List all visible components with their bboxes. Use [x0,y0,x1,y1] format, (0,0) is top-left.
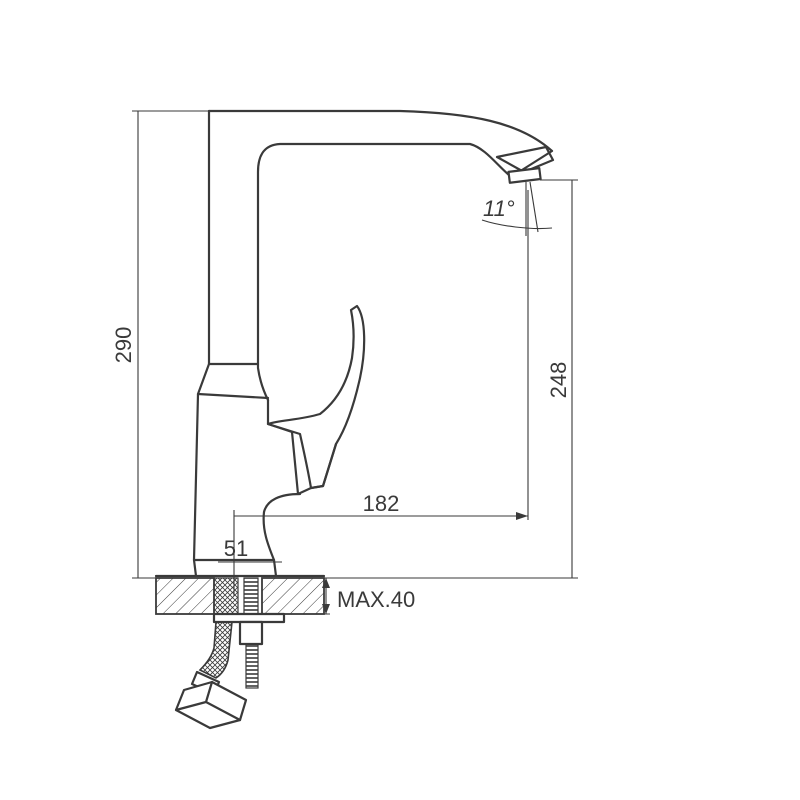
base-diameter-label: 51 [224,536,248,561]
handle-cartridge [266,398,338,496]
spout-angle-label: 11° [483,196,515,221]
countertop-left [155,577,215,615]
spout-outline [207,109,554,402]
aerator-outline [495,145,555,174]
base-ring [154,558,326,578]
body-profile [192,392,302,562]
countertop-section [155,577,325,615]
reach-label: 182 [363,491,400,516]
braided-hose [198,621,233,679]
hose-nut-facets [174,680,242,722]
dimension-labels: 290 248 182 51 MAX.40 11° [111,196,571,612]
handle-lever [266,304,366,490]
max-thickness-label: MAX.40 [337,587,415,612]
aerator [507,166,542,184]
height-total-label: 290 [111,327,136,364]
stud-section [243,577,259,615]
countertop-right [261,577,325,615]
threaded-stud [245,643,259,689]
dimension-lines [132,110,578,615]
fixing-plate [212,612,286,624]
faucet-body [154,109,555,578]
angle-arc [481,219,553,230]
mounting-hardware [174,612,286,730]
spout-height-label: 248 [546,362,571,399]
fixing-nut [238,620,264,646]
